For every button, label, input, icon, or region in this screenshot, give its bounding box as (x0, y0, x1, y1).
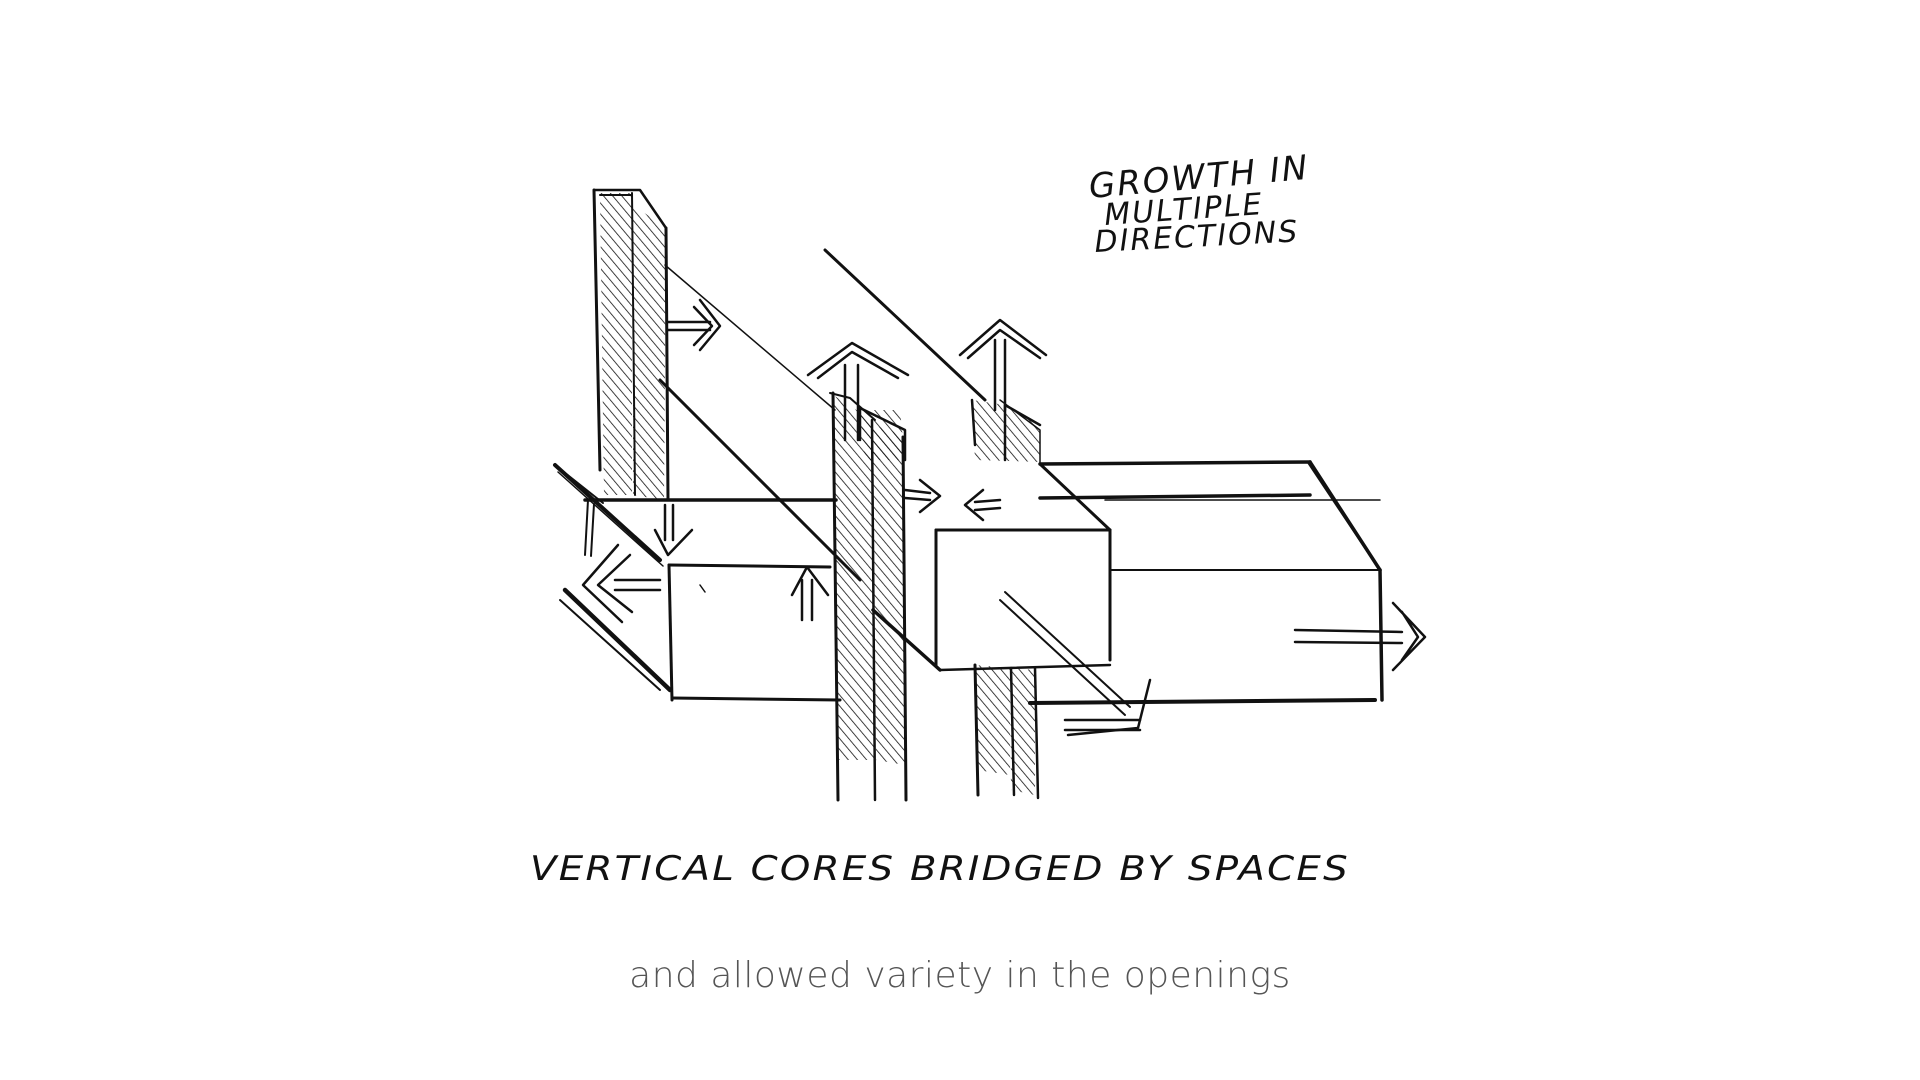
arrow-right-icon (903, 478, 942, 514)
front-core (829, 391, 908, 802)
left-volume (553, 463, 842, 702)
middle-box (871, 399, 1112, 672)
edge-strokes (559, 469, 1321, 593)
rear-core (973, 663, 1040, 800)
growth-arrows (581, 298, 1427, 737)
arrow-right-icon (666, 298, 722, 352)
caption: and allowed variety in the openings (629, 955, 1291, 996)
arrow-down-icon (653, 503, 694, 557)
core-stubs (858, 398, 1042, 462)
arrow-up-icon (806, 341, 910, 442)
diagonal-lines (658, 248, 987, 582)
arrow-diagonal-icon (999, 591, 1152, 737)
arrow-left-icon (581, 543, 662, 624)
arrow-left-icon (963, 488, 1002, 522)
arrow-up-icon (958, 318, 1048, 412)
right-volume (1028, 460, 1384, 705)
left-core (592, 188, 670, 502)
arrow-right-icon (1293, 601, 1427, 672)
arrow-up-icon (790, 565, 830, 622)
sketch-label: VERTICAL CORES BRIDGED BY SPACES (530, 849, 1350, 889)
